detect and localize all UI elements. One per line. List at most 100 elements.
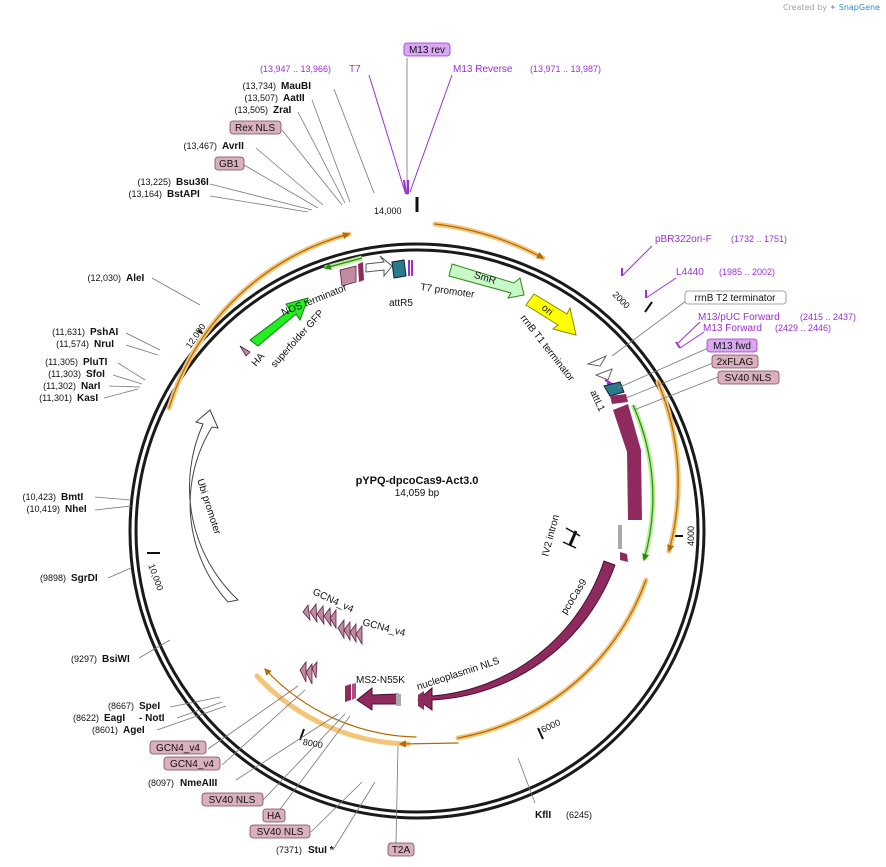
ori-feature: ori: [525, 293, 577, 336]
site-coord: (13,507): [244, 93, 278, 103]
gcn4-label-a: GCN4_v4: [311, 587, 356, 616]
top-labels: M13 rev (13,947 .. 13,966) T7 M13 Revers…: [260, 42, 601, 75]
site-coord: (11,305): [45, 357, 78, 367]
plasmid-backbone: [128, 242, 706, 820]
rex-nls-box: Rex NLS: [235, 123, 275, 134]
attr5-label: attR5: [389, 298, 413, 309]
2xflag-box: 2xFLAG: [717, 357, 754, 368]
site-coord: (9898): [40, 573, 66, 583]
site-coord: (10,419): [26, 504, 60, 514]
site-coord: (11,631): [52, 327, 85, 337]
ubi-promoter-label: Ubi promoter: [194, 478, 223, 537]
sv40-nls-box-right: SV40 NLS: [725, 373, 772, 384]
site-nrui: NruI: [94, 339, 114, 350]
site-noti: - NotI: [139, 713, 165, 724]
sv40-nls-box-1: SV40 NLS: [209, 795, 256, 806]
pbr322-primer-label: pBR322ori-F: [655, 234, 712, 245]
site-nari: NarI: [81, 381, 101, 392]
site-coord: (11,302): [43, 381, 76, 391]
site-bmti: BmtI: [61, 492, 83, 503]
smr-feature: SmR: [448, 263, 525, 299]
orange-arcs: [166, 221, 681, 748]
tick-label-2000: 2000: [611, 289, 632, 310]
t2a-box: T2A: [392, 845, 411, 856]
site-coord: (13,505): [234, 105, 268, 115]
gb1-box: GB1: [219, 159, 239, 170]
ms2-label: MS2-N55K: [356, 675, 405, 686]
site-sfoi: SfoI: [86, 369, 105, 380]
l4440-coords: (1985 .. 2002): [719, 267, 775, 277]
gcn4-cluster-2: [337, 618, 363, 646]
green-arcs: [323, 255, 656, 562]
bottom-labels: GCN4_v4 GCN4_v4 (8097) NmeAIII SV40 NLS …: [148, 740, 592, 857]
site-pluti: PluTI: [83, 357, 108, 368]
site-pshai: PshAI: [90, 327, 119, 338]
superfolder-gfp-feature: [249, 297, 309, 347]
ms2-feature: [345, 683, 401, 711]
site-coord: (8622): [73, 713, 99, 723]
ha-feature: [239, 345, 251, 357]
nmeaiii-coord: (8097): [148, 778, 174, 788]
ha-box: HA: [267, 811, 281, 822]
site-avrii: AvrII: [222, 141, 244, 152]
site-coord: (11,574): [56, 339, 89, 349]
snapgene-credit: Created by ✦ SnapGene: [782, 3, 880, 12]
plasmid-length: 14,059 bp: [395, 488, 440, 499]
m13-puc-primer-label: M13/pUC Forward: [698, 312, 780, 323]
m13-reverse-coords: (13,971 .. 13,987): [530, 64, 601, 74]
tick-label-10000: 10,000: [146, 563, 165, 592]
rrnb-t2-box: rrnB T2 terminator: [695, 293, 777, 304]
site-coord: (13,164): [128, 189, 162, 199]
site-aatii: AatII: [283, 93, 305, 104]
right-small-features: [586, 354, 628, 404]
gcn4-cluster-1: [302, 602, 337, 630]
site-stui: StuI *: [308, 845, 334, 856]
plasmid-name: pYPQ-dpcoCas9-Act3.0: [356, 475, 479, 487]
site-maubi: MauBI: [281, 81, 311, 92]
l4440-primer-label: L4440: [676, 267, 704, 278]
leader-lines: [94, 58, 719, 851]
site-kasi: KasI: [77, 393, 98, 404]
stui-coord: (7371): [276, 845, 302, 855]
primer-lines: [368, 74, 705, 349]
m13-reverse-primer-label: M13 Reverse: [453, 64, 513, 75]
site-bsiwi: BsiWI: [102, 654, 130, 665]
site-bstapi: BstAPI: [167, 189, 200, 200]
gcn4-label-b: GCN4_v4: [361, 617, 407, 639]
site-nmeaiii: NmeAIII: [180, 778, 217, 789]
gcn4-cluster-3: [299, 660, 318, 685]
site-coord: (8601): [92, 725, 118, 735]
t7-primer-label: T7: [349, 64, 361, 75]
site-coord: (13,225): [137, 177, 171, 187]
m13-puc-coords: (2415 .. 2437): [800, 312, 856, 322]
m13-fwd-box: M13 fwd: [713, 341, 751, 352]
snapgene-logo-icon: ✦: [829, 3, 837, 12]
ha-label: HA: [250, 351, 268, 369]
m13-forward-coords: (2429 .. 2446): [775, 323, 831, 333]
iv2-intron-label: IV2 intron: [540, 514, 562, 558]
site-coord: (13,467): [183, 141, 217, 151]
iv2-intron-marker: [562, 527, 581, 549]
m13-rev-box: M13 rev: [409, 45, 445, 56]
site-coord: (9297): [71, 654, 97, 664]
t7-coords: (13,947 .. 13,966): [260, 64, 331, 74]
ubi-promoter-feature: [189, 409, 240, 603]
site-alei: AleI: [126, 273, 145, 284]
tick-label-6000: 6000: [539, 717, 561, 735]
attl1-label: attL1: [587, 389, 607, 414]
site-coord: (11,301): [39, 393, 72, 403]
site-coord: (13,734): [242, 81, 276, 91]
site-coord: (11,303): [48, 369, 81, 379]
site-kfli: KflI: [535, 810, 551, 821]
gcn4-box-2: GCN4_v4: [170, 759, 214, 770]
ori-label: ori: [539, 303, 555, 319]
site-spei: SpeI: [139, 701, 160, 712]
kfli-coord: (6245): [566, 810, 592, 820]
left-labels: (13,734) MauBI (13,507) AatII (13,505) Z…: [22, 81, 311, 736]
site-agei: AgeI: [123, 725, 145, 736]
site-coord: (8667): [108, 701, 134, 711]
sv40-nls-box-2: SV40 NLS: [257, 827, 304, 838]
site-bsu36i: Bsu36I: [176, 177, 209, 188]
right-labels: pBR322ori-F (1732 .. 1751) L4440 (1985 .…: [655, 234, 856, 385]
